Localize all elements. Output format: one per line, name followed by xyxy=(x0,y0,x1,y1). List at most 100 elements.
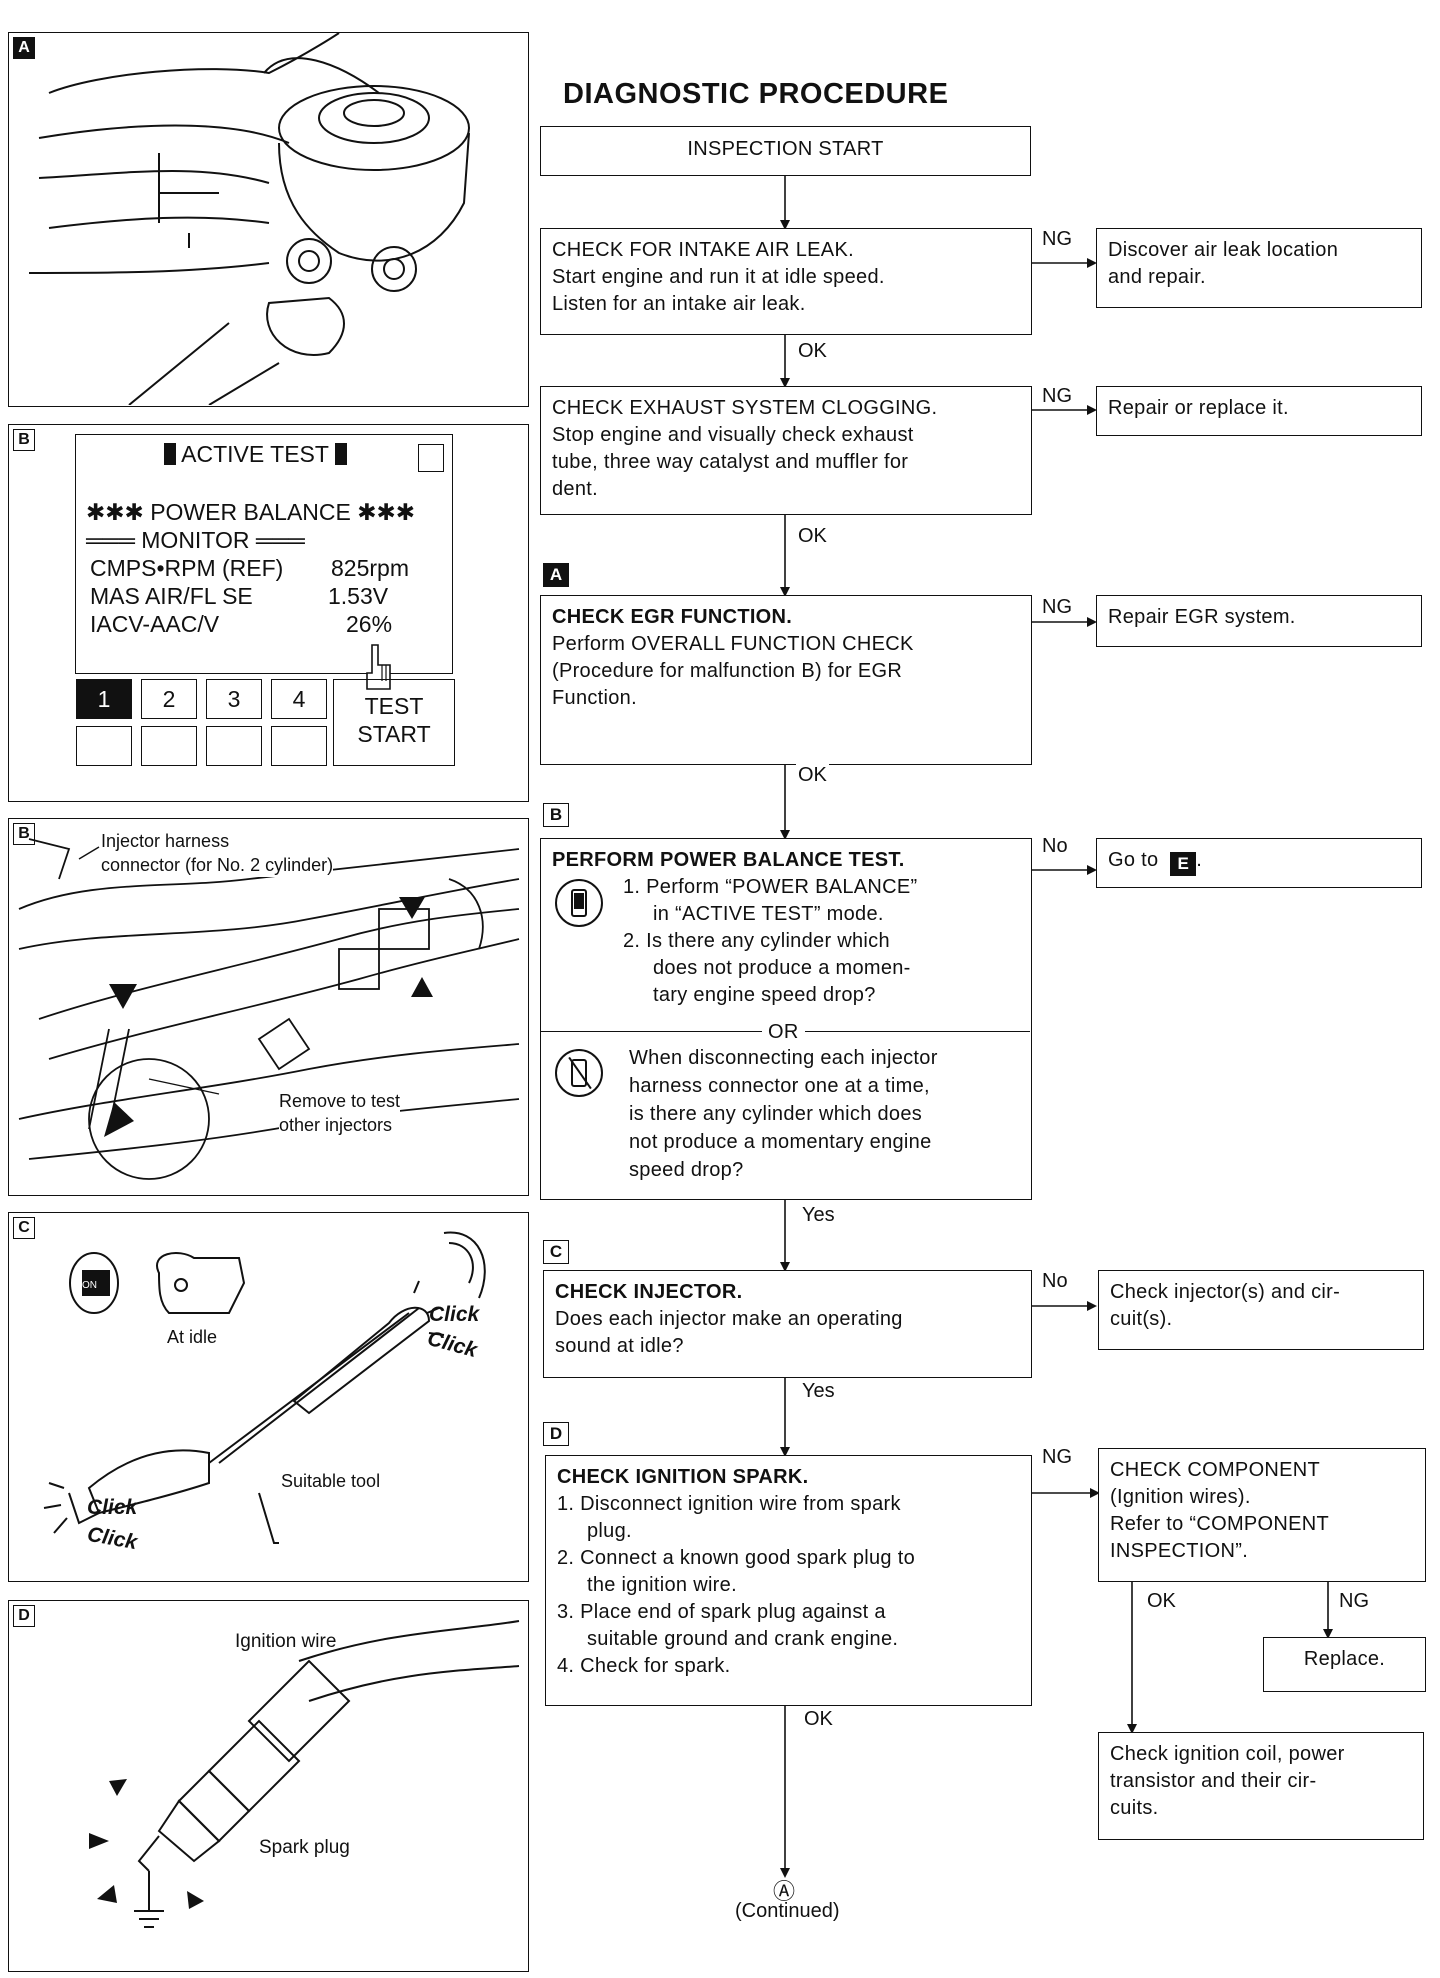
action-line: cuits. xyxy=(1110,1797,1159,1819)
step-tag-a: A xyxy=(543,563,569,587)
inspection-start-box: INSPECTION START xyxy=(540,126,1031,176)
panel-tag-c: C xyxy=(13,1217,35,1239)
step-item-line: does not produce a momen- xyxy=(653,957,911,979)
step-heading: CHECK INJECTOR. xyxy=(555,1281,743,1303)
key-blank[interactable] xyxy=(206,726,262,766)
monitor-row-value: 26% xyxy=(346,611,393,637)
key-1[interactable]: 1 xyxy=(76,679,132,719)
ng-label: NG xyxy=(1040,385,1074,408)
illustration-active-test-screen: B ACTIVE TEST ✱✱✱ POWER BALANCE ✱✱✱ ═══ … xyxy=(8,424,529,802)
action-line: transistor and their cir- xyxy=(1110,1770,1317,1792)
consult-icon xyxy=(555,879,603,927)
alt-line: speed drop? xyxy=(629,1159,744,1181)
step-tag-d: D xyxy=(543,1422,569,1446)
pointing-finger-icon xyxy=(366,644,391,690)
monitor-line: ═══ MONITOR ═══ xyxy=(86,527,305,553)
repair-air-leak-box: Discover air leak location and repair. xyxy=(1096,228,1422,308)
action-line: Replace. xyxy=(1303,1648,1386,1670)
step-item-line: 1. Perform “POWER BALANCE” xyxy=(623,876,918,898)
go-to-e-box: Go to E. xyxy=(1096,838,1422,888)
alt-line: not produce a momentary engine xyxy=(629,1131,932,1153)
action-line: Repair EGR system. xyxy=(1108,606,1296,628)
illustration-egr-valve: A xyxy=(8,32,529,407)
step-item-line: 3. Place end of spark plug against a xyxy=(557,1601,886,1623)
key-3[interactable]: 3 xyxy=(206,679,262,719)
panel-tag-a: A xyxy=(13,37,35,59)
monitor-row-value: 825rpm xyxy=(331,555,409,581)
ok-label: OK xyxy=(796,340,829,363)
no-consult-icon xyxy=(555,1049,603,1097)
ng-label: NG xyxy=(1040,1446,1074,1469)
power-balance-test-box: PERFORM POWER BALANCE TEST. 1. Perform “… xyxy=(540,838,1032,1200)
black-marker-icon xyxy=(334,443,347,465)
go-to-suffix: . xyxy=(1196,849,1203,871)
repair-or-replace-box: Repair or replace it. xyxy=(1096,386,1422,436)
action-line: Check ignition coil, power xyxy=(1110,1743,1345,1765)
egr-valve-drawing xyxy=(28,33,470,405)
step-line: Perform OVERALL FUNCTION CHECK xyxy=(552,633,914,655)
illustration-injector-click: C ON At idle Suitable tool Click Click C… xyxy=(8,1212,529,1582)
step-line: (Procedure for malfunction B) for EGR xyxy=(552,660,903,682)
yes-label: Yes xyxy=(800,1380,837,1403)
screen-title: ACTIVE TEST xyxy=(181,441,329,467)
no-label: No xyxy=(1040,835,1070,858)
injector-harness-label: Injector harness connector (for No. 2 cy… xyxy=(101,829,334,877)
go-to-label: Go to xyxy=(1108,849,1159,871)
step-tag-b: B xyxy=(543,803,569,827)
step-line: dent. xyxy=(552,478,598,500)
at-idle-label: At idle xyxy=(167,1327,218,1347)
power-balance-steps: 1. Perform “POWER BALANCE” in “ACTIVE TE… xyxy=(623,874,918,1009)
step-item-line: 1. Disconnect ignition wire from spark xyxy=(557,1493,901,1515)
step-item-line: the ignition wire. xyxy=(587,1574,737,1596)
illustration-spark-plug: D Ignition wire Spark plug xyxy=(8,1600,529,1972)
test-start-line1: TEST xyxy=(364,693,424,719)
step-item-line: tary engine speed drop? xyxy=(653,984,876,1006)
connector-a-icon: Ⓐ xyxy=(773,1879,796,1904)
key-blank[interactable] xyxy=(76,726,132,766)
step-line: sound at idle? xyxy=(555,1335,684,1357)
screen-checkbox[interactable] xyxy=(418,444,444,472)
check-exhaust-clogging-box: CHECK EXHAUST SYSTEM CLOGGING. Stop engi… xyxy=(540,386,1032,515)
monitor-row-label: MAS AIR/FL SE xyxy=(90,583,253,609)
key-4[interactable]: 4 xyxy=(271,679,327,719)
key-blank[interactable] xyxy=(141,726,197,766)
label-line: Remove to test xyxy=(279,1091,401,1111)
suitable-tool-label: Suitable tool xyxy=(281,1471,381,1491)
monitor-row-label: IACV-AAC/V xyxy=(90,611,220,637)
check-injector-box: CHECK INJECTOR. Does each injector make … xyxy=(543,1270,1032,1378)
action-line: (Ignition wires). xyxy=(1110,1486,1251,1508)
key-2[interactable]: 2 xyxy=(141,679,197,719)
step-line: Stop engine and visually check exhaust xyxy=(552,424,914,446)
remove-to-test-label: Remove to test other injectors xyxy=(279,1089,401,1137)
step-item-line: 2. Connect a known good spark plug to xyxy=(557,1547,915,1569)
click-label-left: Click xyxy=(87,1496,138,1519)
step-item-line: suitable ground and crank engine. xyxy=(587,1628,899,1650)
repair-egr-box: Repair EGR system. xyxy=(1096,595,1422,647)
on-key-icon: ON xyxy=(82,1280,97,1291)
panel-tag-d: D xyxy=(13,1605,35,1627)
action-line: Discover air leak location xyxy=(1108,239,1339,261)
continued-label: (Continued) xyxy=(735,1900,840,1922)
check-egr-function-box: CHECK EGR FUNCTION. Perform OVERALL FUNC… xyxy=(540,595,1032,765)
test-start-button[interactable]: TEST START xyxy=(333,679,455,766)
step-heading: CHECK EGR FUNCTION. xyxy=(552,606,793,628)
consult-screen: ACTIVE TEST ✱✱✱ POWER BALANCE ✱✱✱ ═══ MO… xyxy=(75,434,453,674)
ok-label: OK xyxy=(802,1708,835,1731)
action-line: and repair. xyxy=(1108,266,1206,288)
action-line: CHECK COMPONENT xyxy=(1110,1459,1321,1481)
alt-line: is there any cylinder which does xyxy=(629,1103,923,1125)
replace-box: Replace. xyxy=(1263,1637,1426,1692)
inspection-start-label: INSPECTION START xyxy=(687,138,884,160)
check-ignition-spark-box: CHECK IGNITION SPARK. 1. Disconnect igni… xyxy=(545,1455,1032,1706)
key-blank[interactable] xyxy=(271,726,327,766)
click-label-right: Click xyxy=(429,1303,480,1326)
step-heading: CHECK IGNITION SPARK. xyxy=(557,1466,809,1488)
engine-bay-drawing xyxy=(18,838,520,1180)
alt-line: harness connector one at a time, xyxy=(629,1075,930,1097)
alt-method-text: When disconnecting each injector harness… xyxy=(629,1044,938,1184)
yes-label: Yes xyxy=(800,1204,837,1227)
or-label: OR xyxy=(762,1019,805,1046)
black-marker-icon xyxy=(164,443,176,465)
label-line: other injectors xyxy=(279,1115,393,1135)
step-heading: PERFORM POWER BALANCE TEST. xyxy=(552,849,905,871)
